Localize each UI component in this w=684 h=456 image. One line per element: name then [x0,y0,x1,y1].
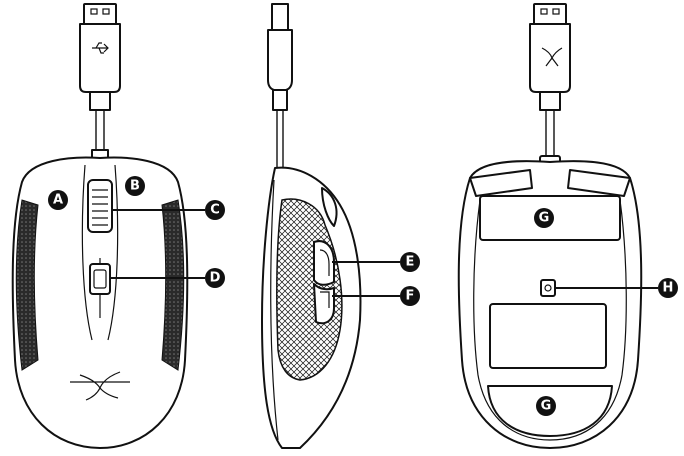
callout-b: B [125,176,145,196]
callout-h: H [555,278,678,298]
dpi-button [89,263,111,295]
callout-e: E [332,252,420,272]
callout-g-top-label: G [539,211,550,226]
cable [276,110,284,168]
side-button-back [313,283,335,325]
optical-sensor [540,279,556,297]
callout-c-label: C [210,203,220,218]
cable [545,110,555,158]
scroll-wheel [87,179,113,233]
base-plate [489,303,607,369]
callout-h-label: H [663,281,674,296]
callout-f-label: F [406,289,415,304]
mouse-top-view [11,3,189,449]
right-side-grip [161,199,185,371]
left-side-grip [15,199,39,371]
callout-c: C [112,200,225,220]
callout-a-label: A [53,193,63,208]
callout-f: F [332,286,420,306]
hyperx-logo [541,47,563,67]
usb-icon [92,42,109,54]
mouse-side-view [261,3,362,449]
callout-d-label: D [210,271,221,286]
hyperx-logo [70,371,130,401]
callout-d: D [110,268,225,288]
callout-e-label: E [406,255,415,270]
cable [95,110,105,152]
usb-connector [79,3,121,111]
callout-g-top: G [534,208,554,228]
side-button-forward [313,240,335,286]
callout-b-label: B [130,179,140,194]
callout-g-bottom: G [536,396,556,416]
callout-a: A [48,190,68,210]
usb-connector [529,3,571,111]
callout-g-bottom-label: G [541,399,552,414]
